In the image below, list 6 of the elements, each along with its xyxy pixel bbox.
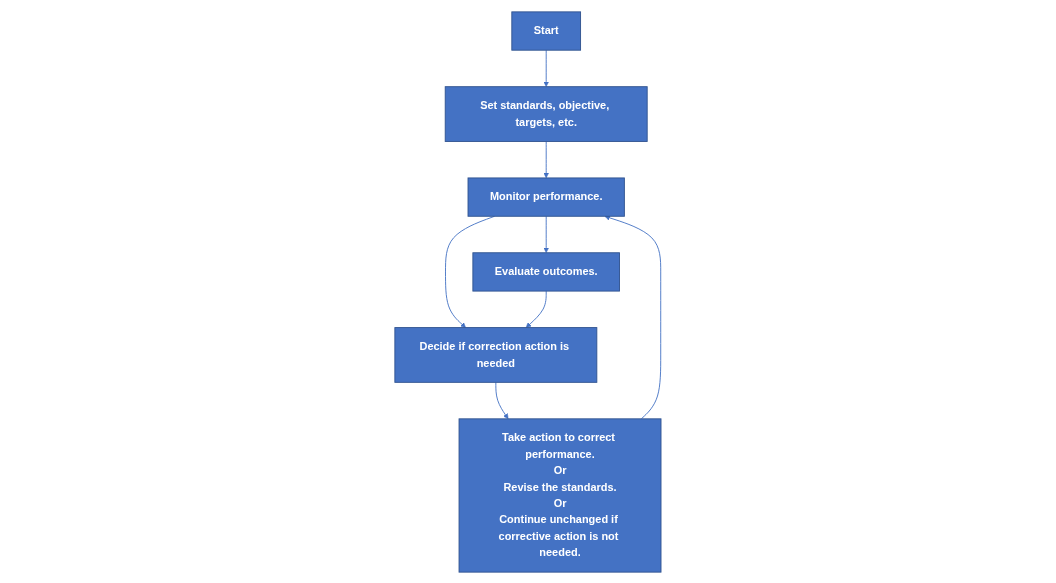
node-box: Monitor performance. xyxy=(467,177,625,217)
node-box: Set standards, objective, targets, etc. xyxy=(444,85,648,142)
node-box: Decide if correction action is needed xyxy=(394,326,598,383)
node-box: Take action to correct performance. Or Revise the standards. Or Continue unchanged if corrective action is not needed. xyxy=(458,417,662,573)
node-box: Evaluate outcomes. xyxy=(472,251,621,292)
node-box: Start xyxy=(511,10,582,51)
